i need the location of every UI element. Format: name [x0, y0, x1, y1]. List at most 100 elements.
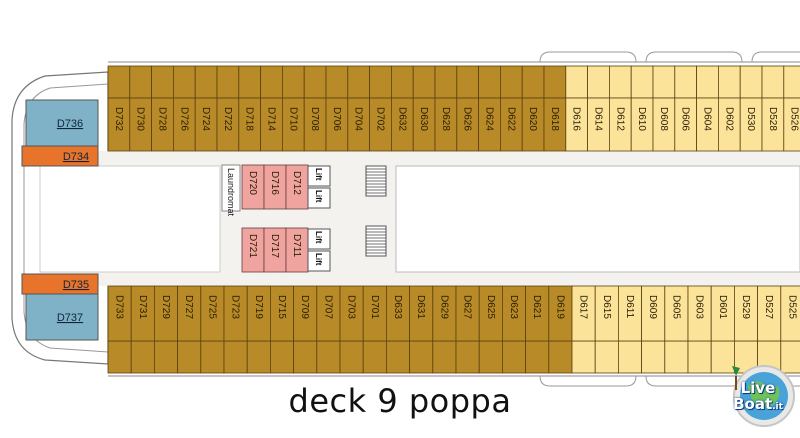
top-standard-balcony: [543, 65, 567, 99]
bottom-light-cabin-label: D611: [624, 295, 635, 319]
top-light-balcony: [609, 65, 632, 99]
lift: [307, 228, 331, 250]
top-standard-cabin-label: D632: [396, 107, 407, 131]
top-standard-balcony: [281, 65, 305, 99]
balcony-bump: [539, 51, 637, 63]
top-standard-cabin-label: D724: [200, 107, 211, 131]
bottom-standard-balcony: [107, 340, 132, 374]
suite-top-orange[interactable]: [21, 145, 99, 167]
bottom-light-cabin-label: D601: [717, 295, 728, 319]
top-light-balcony: [587, 65, 610, 99]
top-light-balcony: [718, 65, 741, 99]
top-standard-balcony: [107, 65, 131, 99]
balcony-bumps-top: [539, 51, 800, 63]
top-light-balcony: [630, 65, 654, 99]
balcony-bump: [539, 375, 637, 387]
bottom-standard-balcony: [293, 340, 318, 374]
top-standard-cabin-label: D726: [178, 107, 189, 131]
top-light-balcony: [652, 65, 676, 99]
top-light-balcony: [783, 65, 800, 99]
bottom-standard-cabin-label: D727: [183, 295, 194, 319]
lift-label: Lift: [314, 168, 323, 181]
bottom-standard-balcony: [246, 340, 271, 374]
bottom-light-cabin-label: D529: [740, 295, 751, 319]
top-light-cabin-label: D602: [723, 107, 734, 131]
bottom-light-balcony: [571, 340, 596, 374]
bottom-standard-cabin-label: D701: [369, 295, 380, 319]
bottom-light-balcony: [594, 340, 619, 374]
upper-interior-cabin-label: D720: [247, 171, 258, 195]
top-light-cabin-label: D610: [636, 107, 647, 131]
bottom-standard-balcony: [409, 340, 434, 374]
logo-line2: Boat: [733, 395, 773, 413]
top-standard-balcony: [303, 65, 327, 99]
top-light-balcony: [761, 65, 785, 99]
top-standard-cabin-label: D714: [266, 107, 277, 131]
bottom-standard-cabin-label: D627: [462, 295, 473, 319]
top-light-balcony: [739, 65, 763, 99]
top-standard-cabin-label: D628: [440, 107, 451, 131]
top-standard-balcony: [456, 65, 479, 99]
stair-well-left: [39, 165, 221, 273]
top-standard-cabin-label: D722: [222, 107, 233, 131]
top-standard-balcony: [151, 65, 174, 99]
liveboat-logo[interactable]: Live Boat.it: [718, 356, 798, 432]
top-standard-balcony: [325, 65, 349, 99]
suite-bottom-orange-label: D735: [63, 279, 89, 291]
bottom-standard-cabin-label: D729: [160, 295, 171, 319]
bottom-standard-cabin-label: D629: [438, 295, 449, 319]
upper-interior-cabin[interactable]: [285, 164, 309, 210]
top-standard-cabin-label: D718: [244, 107, 255, 131]
hull-inner-outline: [23, 83, 109, 353]
lift: [307, 250, 331, 272]
bottom-standard-balcony: [362, 340, 387, 374]
bottom-standard-balcony: [455, 340, 480, 374]
top-standard-cabin-label: D710: [287, 107, 298, 131]
bottom-standard-balcony: [525, 340, 550, 374]
bottom-standard-cabin-label: D625: [485, 295, 496, 319]
top-standard-balcony: [434, 65, 458, 99]
bottom-standard-balcony: [432, 340, 457, 374]
suite-top-orange-label: D734: [63, 151, 89, 163]
top-light-cabin-label: D604: [702, 107, 713, 131]
bottom-light-cabin[interactable]: [780, 285, 800, 342]
top-standard-balcony: [172, 65, 196, 99]
top-standard-cabin-label: D622: [505, 107, 516, 131]
top-standard-cabin-label: D728: [157, 107, 168, 131]
bottom-standard-balcony: [385, 340, 410, 374]
top-light-balcony: [565, 65, 588, 99]
suite-bottom-blue-label: D737: [57, 312, 83, 324]
bottom-standard-cabin-label: D733: [114, 295, 125, 319]
lower-interior-cabin-label: D721: [247, 234, 258, 258]
top-light-cabin-label: D528: [767, 107, 778, 131]
lift: [307, 187, 331, 209]
bottom-light-cabin-label: D525: [786, 295, 797, 319]
top-standard-cabin-label: D704: [353, 107, 364, 131]
bottom-standard-cabin-label: D623: [508, 295, 519, 319]
top-light-cabin[interactable]: [783, 97, 800, 152]
top-standard-balcony: [390, 65, 414, 99]
bottom-standard-cabin-label: D619: [554, 295, 565, 319]
bottom-standard-cabin-label: D731: [137, 295, 148, 319]
bottom-standard-balcony: [548, 340, 573, 374]
lift-label: Lift: [314, 190, 323, 203]
bottom-light-cabin-label: D527: [763, 295, 774, 319]
top-standard-balcony: [499, 65, 523, 99]
lower-interior-cabin[interactable]: [285, 227, 309, 273]
bottom-standard-balcony: [130, 340, 155, 374]
stairs-upper: [365, 165, 387, 197]
bottom-standard-cabin-label: D633: [392, 295, 403, 319]
top-standard-cabin-label: D618: [549, 107, 560, 131]
logo-wordmark: Live Boat.it: [718, 380, 798, 415]
suite-bottom-blue[interactable]: [25, 293, 99, 341]
globe-icon: [732, 365, 795, 427]
top-light-cabin-label: D616: [571, 107, 582, 131]
lift: [307, 165, 331, 187]
top-light-balcony: [674, 65, 697, 99]
bottom-standard-balcony: [153, 340, 178, 374]
top-standard-balcony: [260, 65, 283, 99]
